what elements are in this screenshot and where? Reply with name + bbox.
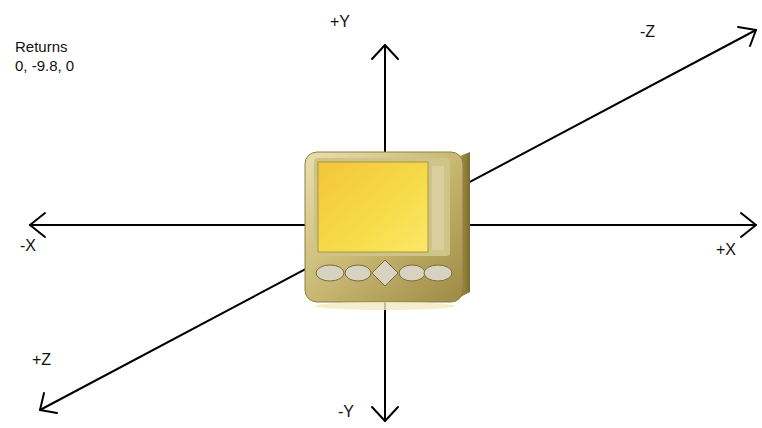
axis-label: -Y [338,402,354,422]
axis-label: +X [716,240,736,260]
axis-label: -Z [640,22,655,42]
axis-label: -X [20,236,36,256]
axis-label: +Y [330,12,350,32]
pda-device [305,152,470,310]
reading-note: Returns 0, -9.8, 0 [15,38,79,76]
axis-label: +Z [32,350,51,370]
